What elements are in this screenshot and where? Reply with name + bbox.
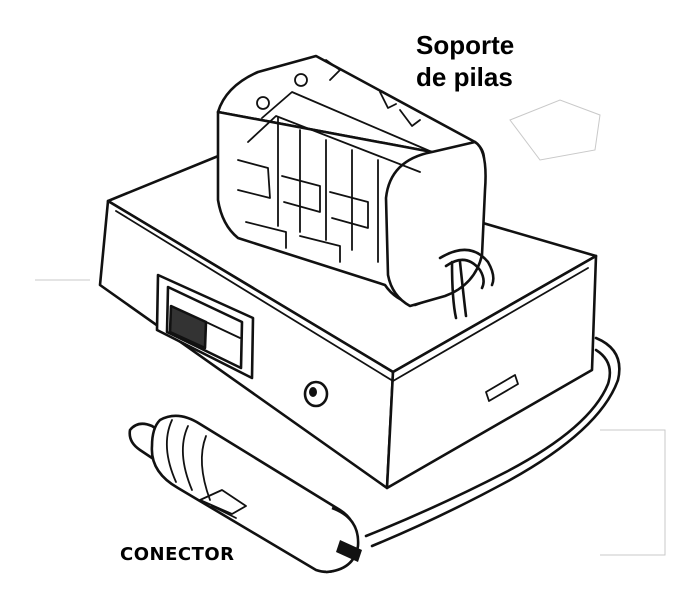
connector-label: CONECTOR [120, 544, 235, 565]
power-cable [364, 336, 621, 548]
battery-holder-label-line1: Soporte [416, 30, 514, 60]
battery-holder-label-line2: de pilas [416, 62, 513, 92]
side-slot [485, 374, 519, 402]
background-artifacts [35, 99, 666, 556]
case-right [385, 254, 598, 490]
holder-wires [438, 248, 495, 320]
power-switch [155, 273, 255, 380]
battery-holder [216, 54, 487, 308]
led-indicator [303, 380, 329, 408]
lighter-connector [128, 414, 362, 574]
